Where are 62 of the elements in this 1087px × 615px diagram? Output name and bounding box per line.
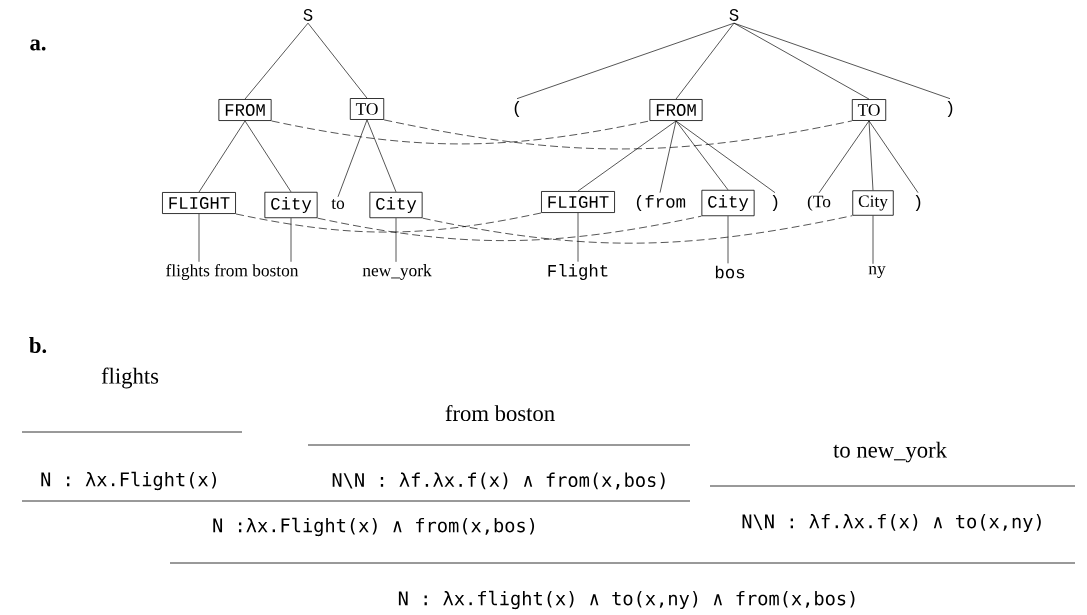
tree-branch bbox=[307, 22, 368, 99]
alignment-link bbox=[422, 215, 853, 244]
tree-branch bbox=[675, 22, 735, 100]
category-box: City bbox=[264, 191, 318, 219]
tree-label: ) bbox=[947, 100, 953, 118]
phrase-text: flights bbox=[101, 367, 159, 389]
tree-branch bbox=[244, 22, 309, 100]
tree-branch bbox=[577, 120, 677, 192]
tree-branch bbox=[733, 22, 870, 100]
category-box: City bbox=[369, 191, 423, 219]
tree-branch bbox=[675, 120, 729, 191]
tree-label: ) bbox=[915, 194, 921, 212]
panel-label: b. bbox=[29, 337, 47, 353]
category-box: TO bbox=[851, 99, 887, 121]
tree-branch bbox=[868, 120, 919, 193]
category-box: City bbox=[852, 190, 894, 216]
tree-label: S bbox=[729, 9, 739, 21]
category-box: FLIGHT bbox=[541, 191, 615, 213]
tree-label: ) bbox=[772, 194, 778, 212]
category-box: City bbox=[701, 189, 755, 217]
tree-branch bbox=[290, 217, 292, 263]
alignment-link bbox=[235, 212, 542, 233]
tree-branch bbox=[818, 120, 870, 194]
category-box: FLIGHT bbox=[162, 192, 236, 214]
formula-text: N : λx.Flight(x) bbox=[41, 471, 216, 491]
tree-label: bos bbox=[715, 265, 745, 279]
tree-branch bbox=[727, 215, 729, 264]
category-box: FROM bbox=[649, 99, 703, 121]
tree-branch bbox=[366, 119, 397, 193]
tree-label: Flight bbox=[548, 263, 608, 281]
panel-label: a. bbox=[30, 39, 46, 51]
tree-label: ( bbox=[514, 100, 520, 118]
tree-label: (To bbox=[807, 195, 831, 211]
tree-label: flights from boston bbox=[166, 264, 299, 280]
alignment-link bbox=[317, 215, 702, 241]
tree-label: S bbox=[303, 9, 313, 21]
phrase-text: from boston bbox=[445, 404, 555, 422]
tree-branch bbox=[198, 213, 200, 263]
tree-branch bbox=[516, 22, 735, 99]
tree-branch bbox=[577, 212, 579, 262]
tree-label: ny bbox=[868, 266, 886, 278]
formula-text: N\N : λf.λx.f(x) ∧ from(x,bos) bbox=[332, 472, 665, 490]
alignment-link bbox=[383, 119, 853, 150]
category-box: TO bbox=[349, 98, 385, 120]
formula-text: N : λx.flight(x) ∧ to(x,ny) ∧ from(x,bos) bbox=[398, 590, 855, 610]
tree-branch bbox=[675, 120, 776, 193]
category-box: FROM bbox=[218, 99, 272, 121]
tree-label: new_york bbox=[362, 264, 432, 280]
tree-branch bbox=[872, 215, 874, 265]
tree-branch bbox=[337, 119, 368, 198]
phrase-text: to new_york bbox=[833, 441, 947, 463]
formula-text: N :λx.Flight(x) ∧ from(x,bos) bbox=[213, 517, 535, 537]
alignment-link bbox=[271, 120, 650, 145]
tree-branch bbox=[868, 120, 874, 191]
tree-branch bbox=[244, 120, 292, 193]
tree-branch bbox=[395, 217, 397, 263]
tree-branch bbox=[659, 120, 677, 193]
tree-branch bbox=[733, 22, 951, 99]
tree-label: to bbox=[331, 199, 345, 209]
formula-text: N\N : λf.λx.f(x) ∧ to(x,ny) bbox=[742, 514, 1041, 533]
tree-branch bbox=[198, 120, 246, 193]
tree-label: (from bbox=[636, 194, 686, 212]
